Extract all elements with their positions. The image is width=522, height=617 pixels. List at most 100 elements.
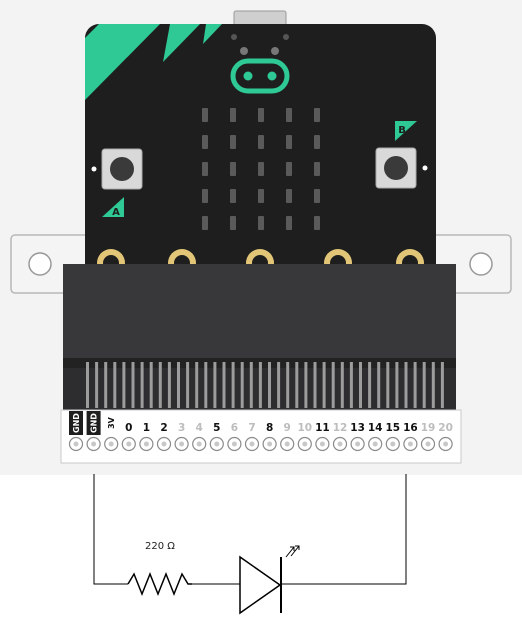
board-hole — [231, 34, 237, 40]
connector-pin — [304, 362, 308, 408]
connector-pin — [140, 362, 144, 408]
led-pixel — [202, 162, 208, 176]
wire-gnd — [93, 474, 128, 585]
resistor-label: 220 Ω — [145, 541, 175, 552]
pin-label: 5 — [213, 422, 220, 434]
pin-hole-center — [355, 441, 361, 447]
connector-pin — [113, 362, 117, 408]
pin-hole-center — [284, 441, 290, 447]
led-pixel — [202, 135, 208, 149]
pin-label: 6 — [231, 422, 238, 434]
connector-pin — [149, 362, 153, 408]
pin-hole-center — [126, 441, 132, 447]
connector-pin — [349, 362, 353, 408]
pin-hole-center — [179, 441, 185, 447]
connector-pin — [249, 362, 253, 408]
connector-pin — [258, 362, 262, 408]
touch-logo[interactable] — [230, 58, 290, 94]
accent-stripe — [203, 24, 222, 44]
microphone-hole — [271, 47, 279, 55]
accent-stripe — [163, 24, 200, 62]
button-b-marker: B — [395, 121, 417, 141]
gnd-label-bg — [69, 411, 83, 435]
pin-label: 12 — [333, 422, 348, 434]
pin-hole-center — [214, 441, 220, 447]
led-pixel — [314, 189, 320, 203]
led-pixel — [286, 189, 292, 203]
led-matrix — [202, 108, 320, 230]
led-pixel — [286, 108, 292, 122]
pin-label: 3V — [107, 416, 116, 429]
pin-label: 8 — [266, 422, 273, 434]
board-dot — [422, 165, 428, 171]
led-pixel — [314, 135, 320, 149]
pin-hole-center — [319, 441, 325, 447]
led-pixel — [230, 162, 236, 176]
button-a-label: A — [112, 207, 120, 218]
connector-pin — [340, 362, 344, 408]
pin-hole-center — [425, 441, 431, 447]
led-pixel — [286, 216, 292, 230]
pin-hole-center — [407, 441, 413, 447]
pin-hole-center — [443, 441, 449, 447]
connector-pin — [295, 362, 299, 408]
connector-pin — [277, 362, 281, 408]
connector-pin — [204, 362, 208, 408]
led-pixel — [258, 162, 264, 176]
pin-label: GND — [72, 413, 81, 433]
connector-pin — [322, 362, 326, 408]
connector-pin — [413, 362, 417, 408]
connector-pin — [95, 362, 99, 408]
pin-label: GND — [90, 413, 99, 433]
connector-pin — [222, 362, 226, 408]
connector-pin — [177, 362, 180, 408]
edge-connector — [63, 264, 456, 412]
connector-pin — [195, 362, 199, 408]
pin-label: 9 — [284, 422, 291, 434]
button-b[interactable] — [375, 147, 417, 189]
connector-pin — [231, 362, 235, 408]
led-pixel — [286, 162, 292, 176]
led-pixel — [258, 189, 264, 203]
connector-pin — [268, 362, 271, 408]
led-pixel — [230, 189, 236, 203]
pin-label: 19 — [421, 422, 436, 434]
connector-pin — [158, 362, 162, 408]
led-pixel — [258, 216, 264, 230]
pin-label: 10 — [297, 422, 312, 434]
pin-hole-center — [267, 441, 273, 447]
led-pixel — [314, 216, 320, 230]
connector-pins — [86, 362, 444, 408]
led-pixel — [230, 135, 236, 149]
pin-label: 2 — [160, 422, 167, 434]
mount-hole-left — [28, 252, 52, 276]
connector-pin — [86, 362, 89, 408]
connector-pin — [286, 362, 290, 408]
connector-pin — [404, 362, 408, 408]
led-pixel — [230, 216, 236, 230]
board-hole — [283, 34, 289, 40]
led-pixel — [258, 108, 264, 122]
connector-pin — [131, 362, 135, 408]
connector-pin — [377, 362, 381, 408]
pin-label: 15 — [385, 422, 400, 434]
pin-hole-center — [390, 441, 396, 447]
gnd-label-bg — [86, 411, 101, 435]
pin-hole-center — [372, 441, 378, 447]
led-pixel — [314, 108, 320, 122]
accent-stripe — [85, 24, 160, 100]
connector-pin — [359, 362, 362, 408]
button-a[interactable] — [101, 148, 143, 190]
connector-pin — [386, 362, 390, 408]
pin-hole-center — [91, 441, 97, 447]
led — [239, 545, 300, 615]
pin-hole-center — [302, 441, 308, 447]
board-dot — [91, 166, 97, 172]
pin-label: 13 — [350, 422, 365, 434]
pin-hole-center — [161, 441, 167, 447]
pin-hole-center — [73, 441, 79, 447]
pin-label: 14 — [368, 422, 383, 434]
led-pixel — [202, 216, 208, 230]
